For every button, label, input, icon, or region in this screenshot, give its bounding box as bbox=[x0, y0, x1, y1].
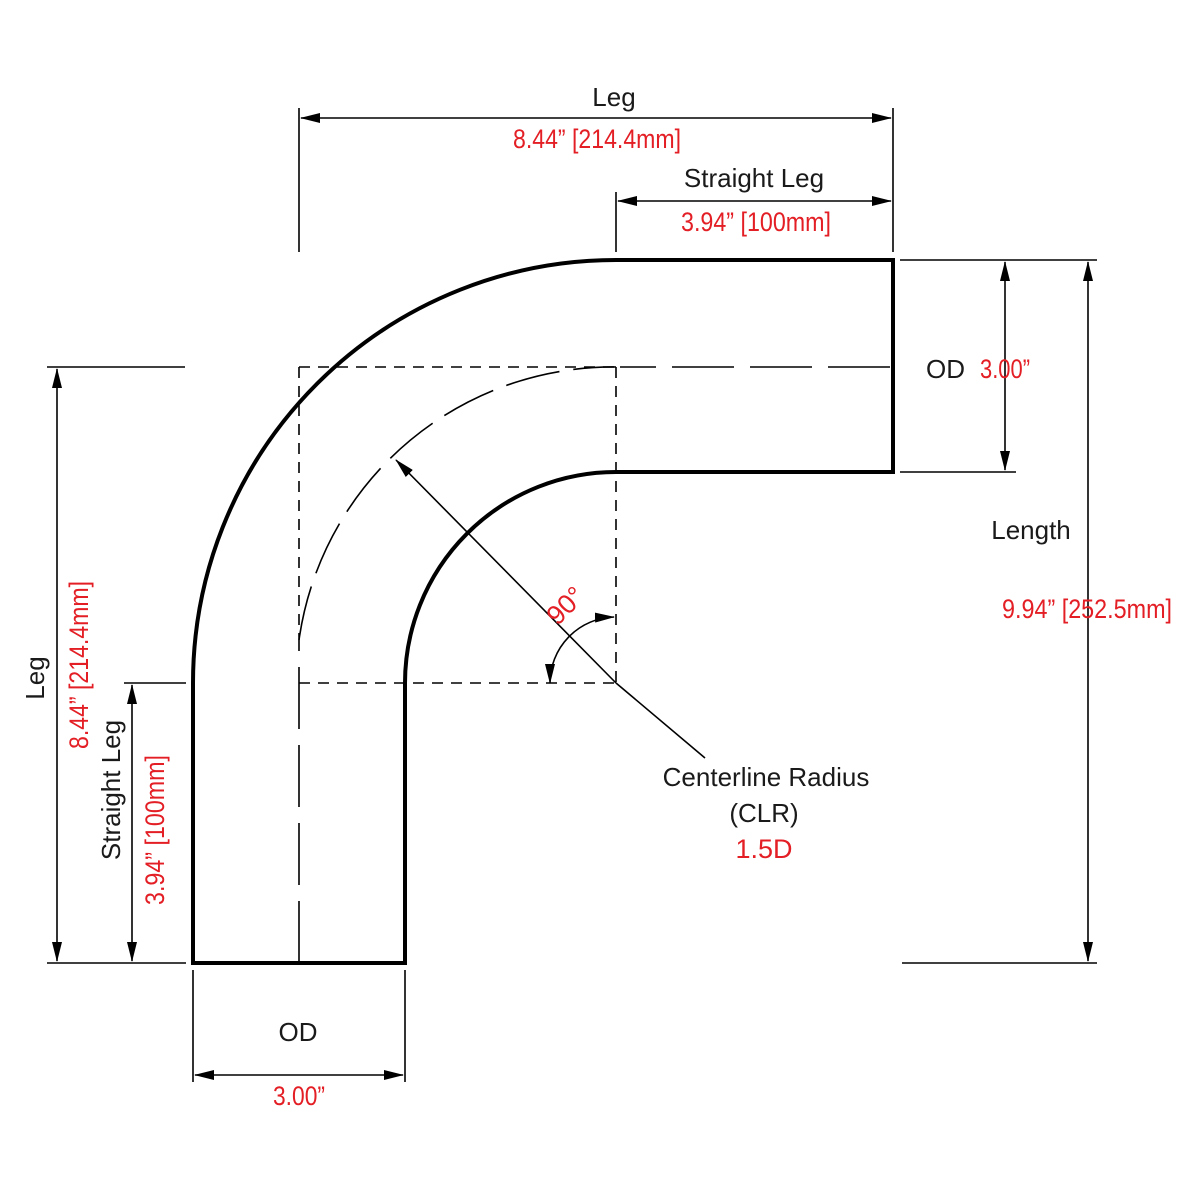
clr-label-line1: Centerline Radius bbox=[663, 762, 870, 792]
clr-label-line2: (CLR) bbox=[729, 798, 798, 828]
clr-value: 1.5D bbox=[735, 834, 792, 864]
angle-arc bbox=[545, 612, 615, 684]
centerline-arc bbox=[298, 366, 617, 641]
left-straight-leg-label: Straight Leg bbox=[96, 720, 126, 860]
right-od-value: 3.00” bbox=[980, 354, 1030, 384]
pipe-inner-wall bbox=[403, 470, 893, 963]
bottom-od-label: OD bbox=[279, 1017, 318, 1047]
left-leg-label: Leg bbox=[20, 656, 50, 699]
top-leg-value: 8.44” [214.4mm] bbox=[513, 124, 681, 154]
left-straight-leg-value: 3.94” [100mm] bbox=[140, 755, 170, 905]
left-leg-value: 8.44” [214.4mm] bbox=[64, 581, 94, 749]
angle-value: 90° bbox=[541, 581, 591, 631]
right-length-label: Length bbox=[991, 515, 1071, 545]
bottom-od-value: 3.00” bbox=[273, 1081, 325, 1111]
top-straight-leg-label: Straight Leg bbox=[684, 163, 824, 193]
pipe-outer-wall bbox=[191, 258, 893, 963]
right-od-label: OD bbox=[926, 354, 965, 384]
top-leg-label: Leg bbox=[592, 82, 635, 112]
clr-leader-line bbox=[615, 682, 706, 759]
right-length-value: 9.94” [252.5mm] bbox=[1002, 594, 1172, 624]
radius-arrow bbox=[395, 459, 617, 684]
top-straight-leg-value: 3.94” [100mm] bbox=[681, 207, 831, 237]
